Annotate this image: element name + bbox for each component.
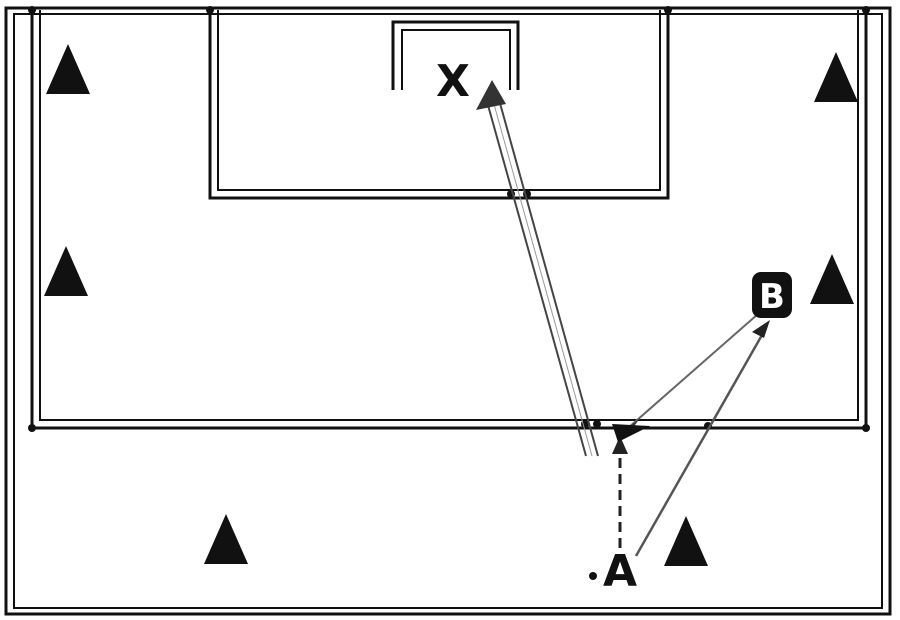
- cone-icon: [814, 52, 858, 102]
- cone-icon: [664, 516, 708, 566]
- player-a-label: A: [603, 546, 637, 597]
- player-b: B: [752, 272, 792, 318]
- goal-box: [391, 20, 520, 90]
- player-b-label: B: [759, 277, 785, 317]
- dashed-arrowhead-icon: [612, 436, 628, 454]
- run-arrowhead-icon: [752, 320, 770, 338]
- cone-icon: [46, 44, 90, 94]
- player-x-label: X: [436, 56, 470, 107]
- player-a: A: [589, 546, 637, 597]
- run-arrow-a-to-b: [634, 320, 770, 557]
- cone-icon: [810, 254, 854, 304]
- field-boundary: [4, 6, 892, 616]
- shot-arrow: [476, 80, 599, 457]
- penalty-area: [208, 10, 670, 200]
- ball-marker: [612, 424, 650, 442]
- dashed-run-arrow: [612, 436, 628, 548]
- line-dots: [28, 6, 870, 432]
- cone-icon: [44, 246, 88, 296]
- upper-zone: [30, 10, 868, 430]
- cones: [44, 44, 858, 566]
- cone-icon: [204, 514, 248, 564]
- shot-arrowhead-icon: [476, 80, 506, 110]
